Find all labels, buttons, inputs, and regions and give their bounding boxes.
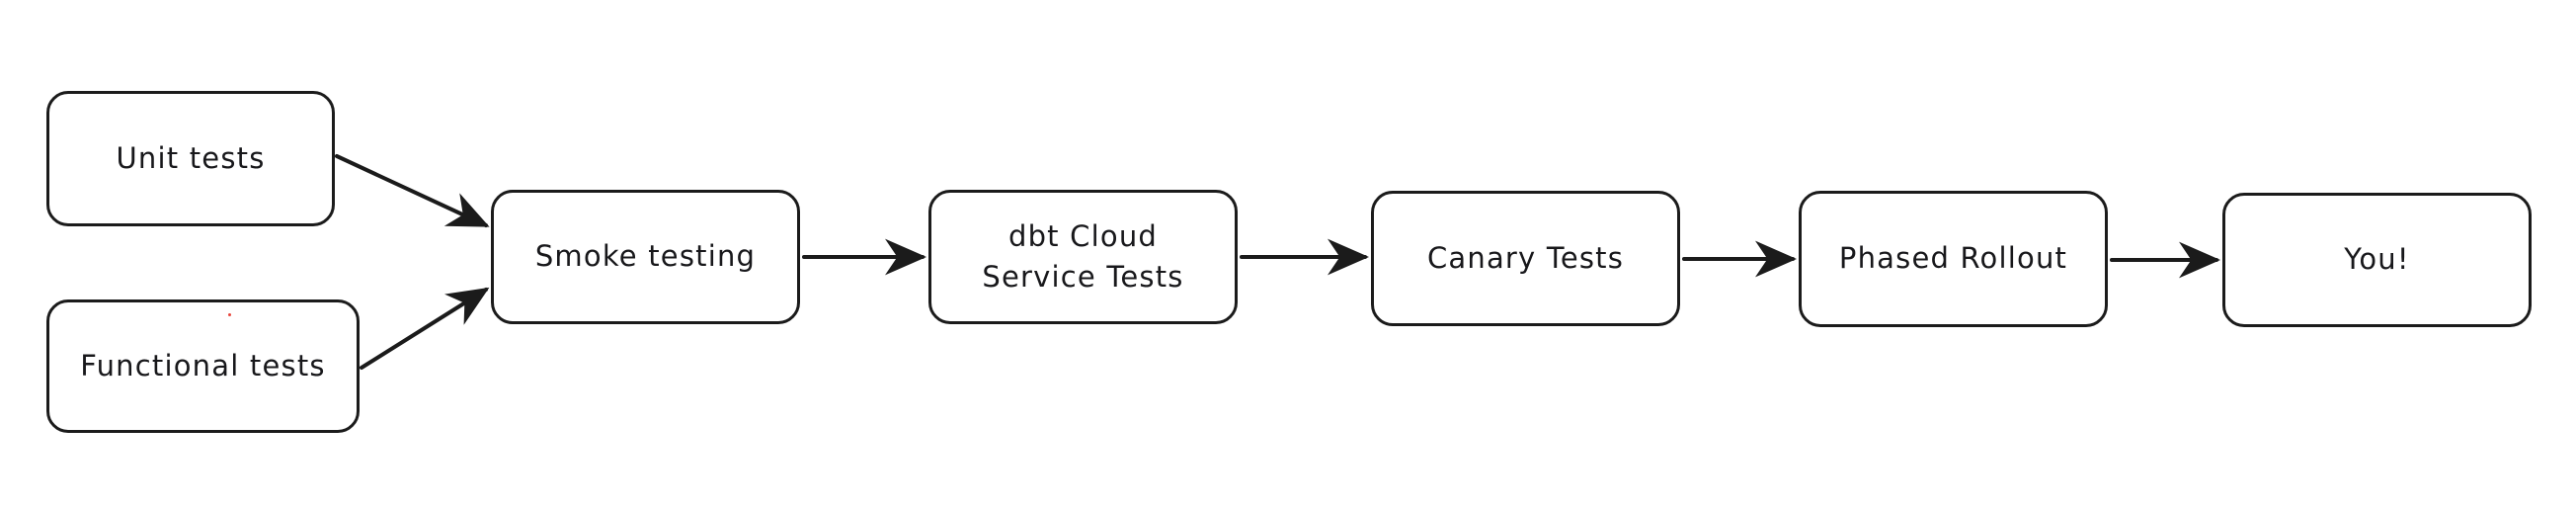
node-dbt-cloud-service-tests[interactable]: dbt Cloud Service Tests bbox=[928, 190, 1238, 324]
node-label-canary-tests: Canary Tests bbox=[1426, 240, 1625, 275]
red-dot-artifact bbox=[228, 313, 231, 316]
node-label-unit-tests: Unit tests bbox=[116, 140, 266, 175]
node-smoke-testing[interactable]: Smoke testing bbox=[491, 190, 800, 324]
node-unit-tests[interactable]: Unit tests bbox=[46, 91, 335, 226]
node-you[interactable]: You! bbox=[2222, 193, 2532, 327]
edge-unit-to-smoke bbox=[335, 154, 490, 227]
node-label-phased-rollout: Phased Rollout bbox=[1838, 241, 2068, 276]
node-canary-tests[interactable]: Canary Tests bbox=[1371, 191, 1680, 326]
edge-functional-to-smoke bbox=[360, 287, 490, 370]
node-label-smoke-testing: Smoke testing bbox=[534, 239, 757, 274]
node-functional-tests[interactable]: Functional tests bbox=[46, 299, 360, 433]
node-label-dbt-cloud-service-tests: dbt Cloud Service Tests bbox=[982, 218, 1184, 294]
node-label-functional-tests: Functional tests bbox=[80, 348, 326, 382]
node-label-you: You! bbox=[2344, 242, 2410, 277]
node-phased-rollout[interactable]: Phased Rollout bbox=[1799, 191, 2108, 327]
